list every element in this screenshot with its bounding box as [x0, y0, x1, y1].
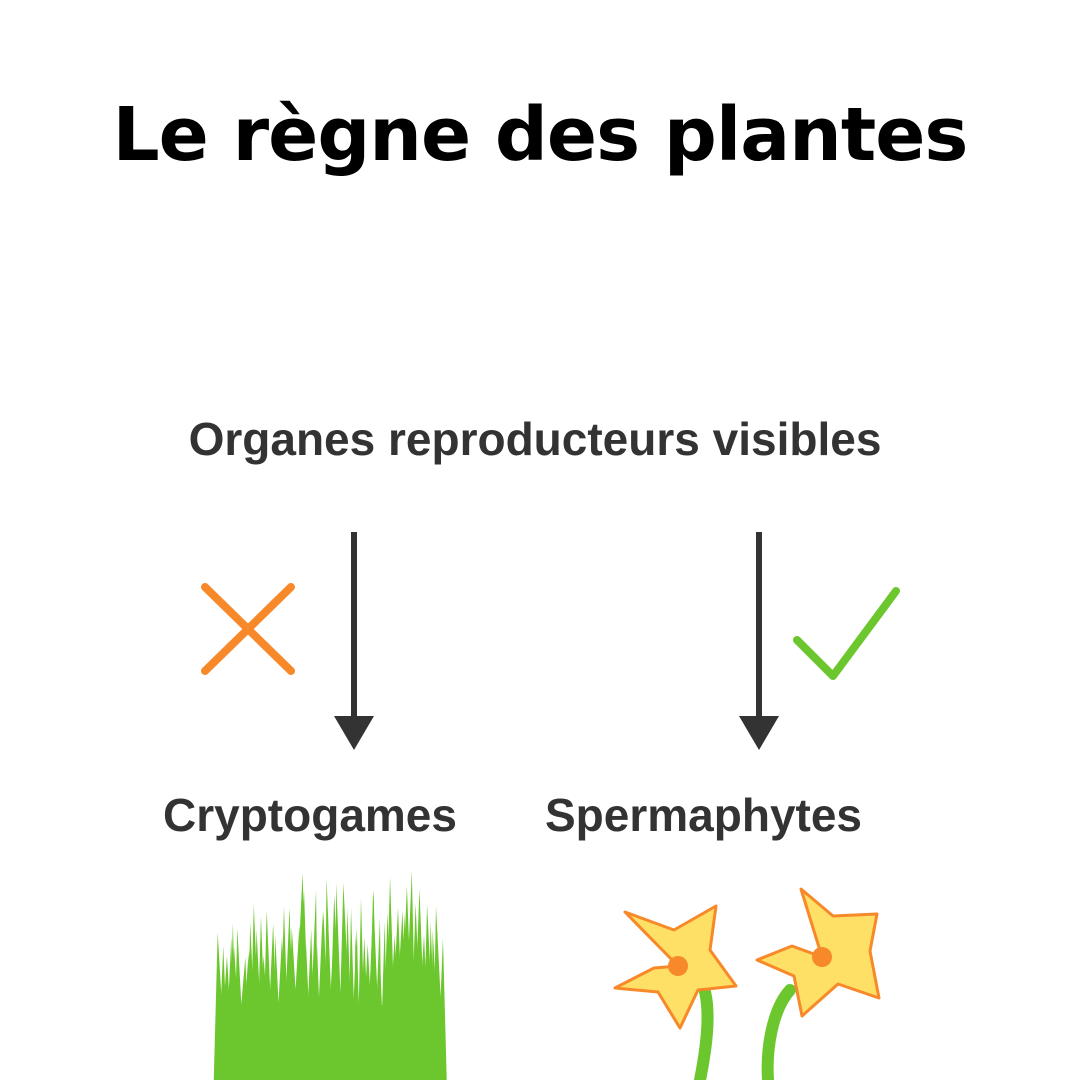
grass-icon [213, 870, 447, 1080]
branch-label-cryptogames: Cryptogames [163, 789, 457, 841]
branch-label-spermaphytes: Spermaphytes [545, 789, 863, 841]
diagram-title: Le règne des plantes [112, 92, 969, 178]
cross-icon [201, 583, 295, 675]
flowers-icon [613, 887, 881, 1080]
checkmark-icon [793, 587, 900, 680]
arrow-left [334, 532, 374, 750]
arrow-right [739, 532, 779, 750]
question-label: Organes reproducteurs visibles [188, 413, 882, 465]
flower-right-center [812, 947, 832, 967]
flower-right-petals [755, 887, 881, 1018]
flower-left-center [668, 956, 688, 976]
